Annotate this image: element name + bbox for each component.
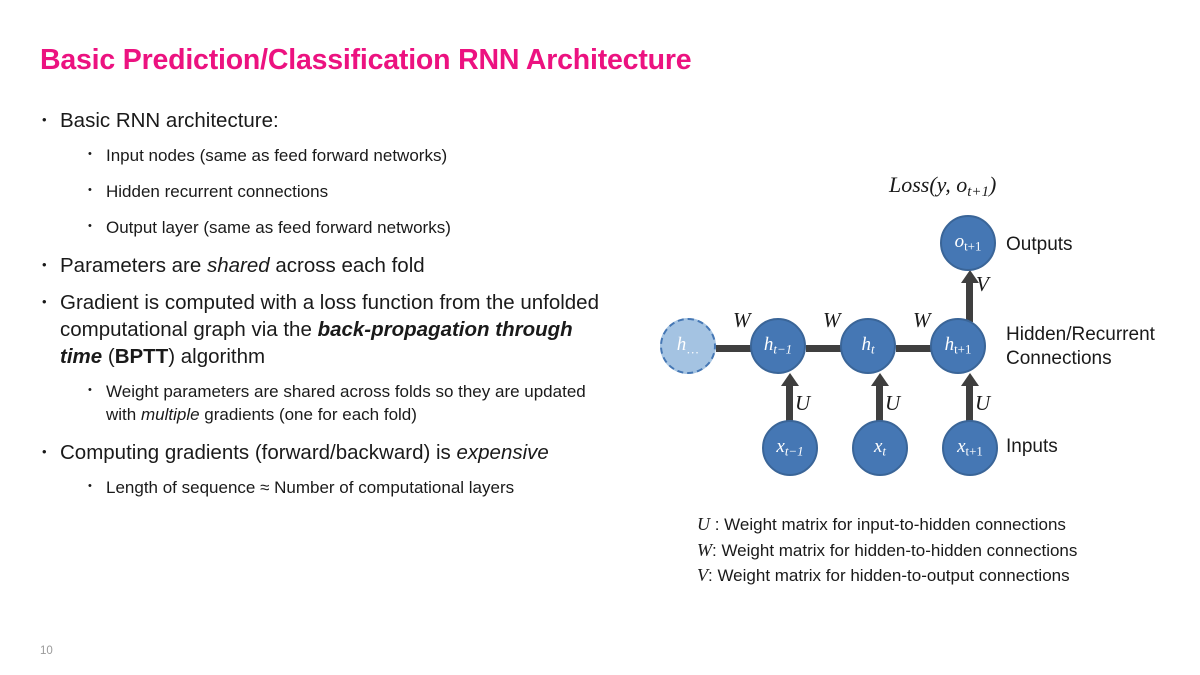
edge-label-u1: U — [795, 391, 811, 415]
loss-suffix: ) — [988, 172, 997, 197]
bullet-text-run: back-propagation through time — [60, 318, 573, 368]
node-hidden-tp1[interactable]: ht+1 — [930, 318, 986, 374]
node-input-tm1[interactable]: xt−1 — [762, 420, 818, 476]
edge-label-w2: W — [823, 308, 841, 332]
legend-text: : Weight matrix for hidden-to-hidden con… — [712, 540, 1078, 560]
edge-xtm1-to-htm1 — [786, 382, 793, 442]
node-hidden-t-label: ht — [861, 334, 875, 357]
page-number: 10 — [40, 645, 53, 657]
edge-label-u2: U — [885, 391, 901, 415]
legend-text: : Weight matrix for hidden-to-output con… — [708, 566, 1070, 585]
bullet-text-run: Parameters are — [60, 254, 207, 277]
node-input-tp1-label: xt+1 — [957, 436, 983, 459]
bullet-item: Length of sequence ≈ Number of computati… — [40, 475, 620, 499]
node-output-tp1-label: ot+1 — [954, 231, 982, 254]
legend-symbol: W — [697, 539, 712, 560]
rnn-architecture-diagram: Loss(y, ot+1) ot+1 h… — [640, 160, 1180, 600]
edge-htm1-to-ht — [806, 345, 868, 352]
legend-symbol: V — [697, 565, 708, 585]
edge-htp1-to-output — [966, 280, 973, 322]
arrowhead-xt-to-ht — [870, 373, 889, 386]
legend-text: : Weight matrix for input-to-hidden conn… — [710, 515, 1066, 534]
page-title: Basic Prediction/Classification RNN Arch… — [40, 44, 692, 76]
edge-label-w1: W — [733, 308, 751, 332]
edge-xt-to-ht — [876, 382, 883, 442]
legend-row: W: Weight matrix for hidden-to-hidden co… — [697, 538, 1077, 564]
bullet-text-run: BPTT — [114, 345, 169, 368]
bullet-item: Output layer (same as feed forward netwo… — [40, 215, 620, 239]
node-hidden-prev-ghost[interactable]: h… — [660, 318, 716, 374]
node-hidden-t[interactable]: ht — [840, 318, 896, 374]
bullet-list: Basic RNN architecture: Input nodes (sam… — [40, 106, 620, 512]
node-input-t-label: xt — [873, 436, 887, 459]
edge-ht-to-htp1 — [896, 345, 958, 352]
legend-row: V: Weight matrix for hidden-to-output co… — [697, 563, 1077, 589]
node-input-tp1[interactable]: xt+1 — [942, 420, 998, 476]
edge-label-v: V — [976, 272, 989, 296]
bullet-item: Computing gradients (forward/backward) i… — [40, 438, 620, 466]
bullet-item: Parameters are shared across each fold — [40, 251, 620, 279]
bullet-text-run: gradients (one for each fold) — [199, 405, 417, 424]
loss-prefix: Loss(y, o — [889, 172, 968, 197]
bullet-text-run: multiple — [140, 405, 200, 424]
node-output-tp1[interactable]: ot+1 — [940, 215, 996, 271]
node-hidden-prev-label: h… — [676, 334, 700, 357]
bullet-item: Weight parameters are shared across fold… — [40, 379, 620, 426]
bullet-text-run: shared — [206, 254, 270, 277]
node-input-tm1-label: xt−1 — [776, 436, 804, 459]
bullet-item: Basic RNN architecture: — [40, 106, 620, 134]
edge-xtp1-to-htp1 — [966, 382, 973, 442]
bullet-item: Hidden recurrent connections — [40, 179, 620, 203]
bullet-text-run: Weight parameters are shared across fold… — [106, 382, 586, 424]
node-hidden-tp1-label: ht+1 — [944, 334, 972, 357]
bullet-item: Input nodes (same as feed forward networ… — [40, 143, 620, 167]
arrowhead-htp1-to-output — [960, 270, 979, 283]
legend-row: U : Weight matrix for input-to-hidden co… — [697, 512, 1077, 538]
bullet-item: Gradient is computed with a loss functio… — [40, 288, 620, 370]
node-hidden-tm1-label: ht−1 — [763, 334, 793, 357]
loss-subscript: t+1 — [967, 184, 989, 201]
loss-function-label: Loss(y, ot+1) — [889, 172, 996, 201]
bullet-text-run: expensive — [456, 441, 549, 464]
bullet-text-run: ( — [102, 345, 115, 368]
weight-matrix-legend: U : Weight matrix for input-to-hidden co… — [697, 512, 1077, 589]
edge-label-u3: U — [975, 391, 991, 415]
side-label-hidden: Hidden/Recurrent Connections — [1006, 324, 1155, 369]
edge-label-w3: W — [913, 308, 931, 332]
arrowhead-xtm1-to-htm1 — [780, 373, 799, 386]
bullet-text-run: Gradient is computed with a loss functio… — [60, 291, 599, 341]
node-hidden-tm1[interactable]: ht−1 — [750, 318, 806, 374]
arrowhead-xtp1-to-htp1 — [960, 373, 979, 386]
side-label-inputs: Inputs — [1006, 436, 1058, 457]
node-input-t[interactable]: xt — [852, 420, 908, 476]
side-label-outputs: Outputs — [1006, 234, 1073, 255]
bullet-text-run: ) algorithm — [168, 345, 266, 368]
bullet-text-run: across each fold — [269, 254, 425, 277]
bullet-text-run: Computing gradients (forward/backward) i… — [60, 441, 457, 464]
edge-ghost-to-htm1 — [716, 345, 778, 352]
legend-symbol: U — [697, 514, 710, 534]
